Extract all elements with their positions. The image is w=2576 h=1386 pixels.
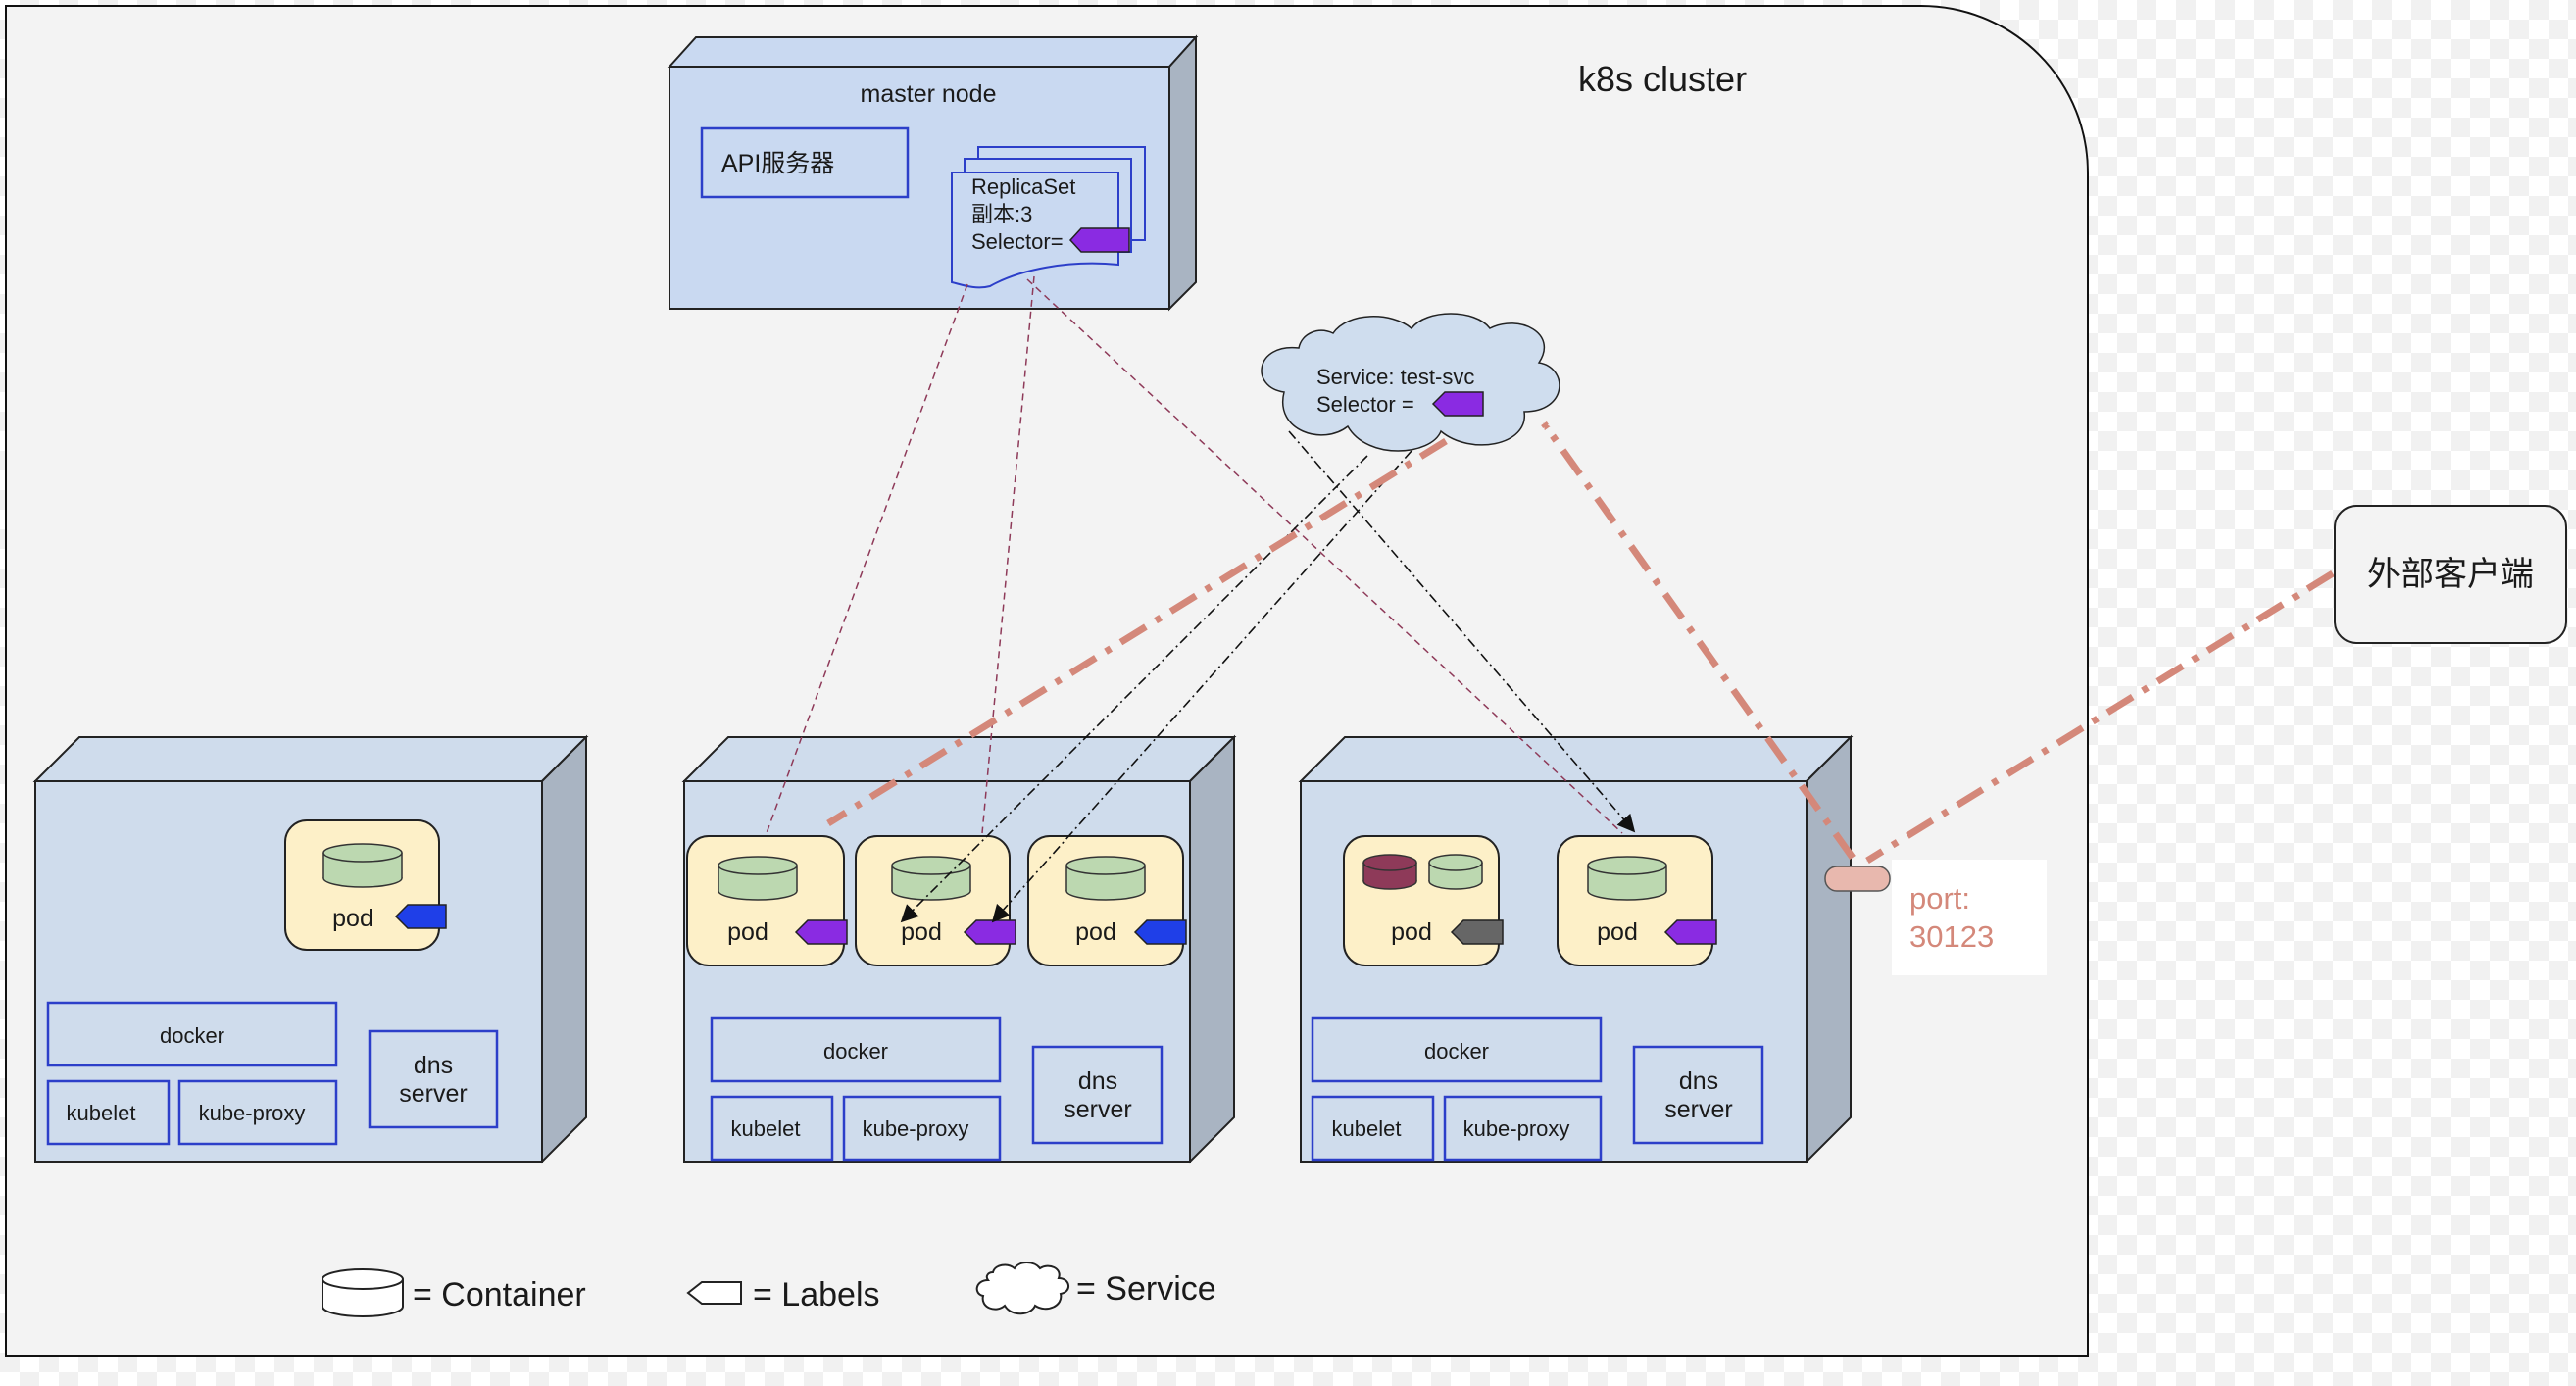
container-icon bbox=[1065, 856, 1146, 901]
docker-box[interactable] bbox=[710, 1016, 1002, 1083]
kube-proxy-box[interactable] bbox=[842, 1095, 1002, 1162]
container-icon bbox=[891, 856, 971, 901]
docker-label: docker bbox=[160, 1023, 224, 1048]
pod-label: pod bbox=[1597, 918, 1638, 946]
docker-box[interactable] bbox=[46, 1001, 338, 1067]
replicaset-line1: ReplicaSet bbox=[971, 174, 1075, 199]
pod-card[interactable]: pod bbox=[855, 835, 1016, 966]
kubelet-box[interactable] bbox=[1311, 1095, 1435, 1162]
pod-card[interactable]: pod bbox=[686, 835, 848, 966]
pod-label: pod bbox=[1075, 918, 1116, 946]
docker-box[interactable] bbox=[1311, 1016, 1603, 1083]
traffic-flow bbox=[826, 421, 2335, 864]
pod-card[interactable]: pod bbox=[1343, 835, 1504, 966]
dns-server-box[interactable] bbox=[1632, 1045, 1764, 1145]
container-icon bbox=[1587, 856, 1667, 901]
port-label-line1: port: bbox=[1909, 881, 1970, 916]
service-label-icon bbox=[1431, 391, 1484, 417]
pod-label: pod bbox=[1391, 918, 1432, 946]
kubelet-box[interactable] bbox=[710, 1095, 834, 1162]
dns-label-line2: server bbox=[1664, 1096, 1732, 1123]
replicaset-line3: Selector= bbox=[971, 229, 1064, 254]
pod-card[interactable]: pod bbox=[284, 819, 447, 951]
dns-label-line1: dns bbox=[1679, 1067, 1718, 1095]
service-line2: Selector = bbox=[1316, 392, 1414, 417]
kubelet-label: kubelet bbox=[731, 1116, 801, 1141]
legend-labels-label: = Labels bbox=[753, 1276, 880, 1313]
legend: = Container = Labels = Service bbox=[322, 1262, 1216, 1317]
service-selection-links bbox=[900, 430, 1636, 923]
service-cloud-icon bbox=[975, 1262, 1069, 1315]
api-server-label: API服务器 bbox=[721, 150, 834, 177]
external-client-box[interactable] bbox=[2334, 505, 2567, 644]
cluster-title: k8s cluster bbox=[1578, 59, 1747, 99]
dns-server-box[interactable] bbox=[1031, 1045, 1164, 1145]
kube-proxy-box[interactable] bbox=[1443, 1095, 1603, 1162]
kube-proxy-box[interactable] bbox=[177, 1079, 338, 1146]
replicaset-doc[interactable]: ReplicaSet 副本:3 Selector= bbox=[951, 146, 1146, 289]
kubelet-label: kubelet bbox=[1332, 1116, 1402, 1141]
container-icon bbox=[718, 856, 798, 901]
master-node[interactable]: master node API服务器 ReplicaSet 副本:3 Selec… bbox=[667, 34, 1199, 312]
node-port-icon[interactable] bbox=[1824, 866, 1891, 892]
api-server-box[interactable] bbox=[700, 126, 910, 199]
legend-container-label: = Container bbox=[413, 1276, 586, 1313]
container-icon bbox=[322, 1268, 404, 1317]
docker-label: docker bbox=[823, 1039, 888, 1064]
kubelet-box[interactable] bbox=[46, 1079, 171, 1146]
kube-proxy-label: kube-proxy bbox=[199, 1101, 306, 1125]
client-to-port-arrow bbox=[1865, 570, 2335, 864]
kube-proxy-label: kube-proxy bbox=[863, 1116, 969, 1141]
pod-label: pod bbox=[332, 905, 373, 932]
dns-label-line1: dns bbox=[414, 1052, 453, 1079]
dns-label-line2: server bbox=[1064, 1096, 1131, 1123]
docker-label: docker bbox=[1424, 1039, 1489, 1064]
service-line1: Service: test-svc bbox=[1316, 365, 1474, 389]
port-label-line2: 30123 bbox=[1909, 919, 1994, 954]
legend-service-label: = Service bbox=[1076, 1270, 1216, 1308]
pod-label: pod bbox=[727, 918, 768, 946]
pod-label-icon bbox=[1663, 919, 1717, 945]
pod-label-icon bbox=[794, 919, 848, 945]
pod-card[interactable]: pod bbox=[1027, 835, 1187, 966]
service-cloud[interactable]: Service: test-svc Selector = bbox=[1261, 313, 1560, 452]
container-icon bbox=[322, 843, 403, 888]
container-icon bbox=[1428, 854, 1483, 890]
replicaset-links bbox=[766, 275, 1623, 834]
external-client-label: 外部客户端 bbox=[2367, 556, 2534, 593]
container-icon bbox=[1362, 854, 1417, 890]
pod-label-icon bbox=[1450, 919, 1504, 945]
pod-card[interactable]: pod bbox=[1557, 835, 1717, 966]
pod-label-icon bbox=[1133, 919, 1187, 945]
kubelet-label: kubelet bbox=[67, 1101, 136, 1125]
pod-label: pod bbox=[901, 918, 942, 946]
service-to-pod-arrow bbox=[826, 438, 1448, 826]
dns-label-line2: server bbox=[399, 1080, 467, 1108]
label-icon bbox=[686, 1281, 742, 1305]
pod-label-icon bbox=[963, 919, 1016, 945]
dns-server-box[interactable] bbox=[368, 1029, 499, 1129]
port-label-box bbox=[1892, 860, 2047, 975]
kube-proxy-label: kube-proxy bbox=[1463, 1116, 1570, 1141]
replicaset-label-icon bbox=[1068, 227, 1130, 253]
master-node-title: master node bbox=[861, 80, 997, 108]
dns-label-line1: dns bbox=[1078, 1067, 1117, 1095]
replicaset-line2: 副本:3 bbox=[971, 202, 1032, 226]
pod-label-icon bbox=[394, 904, 447, 929]
